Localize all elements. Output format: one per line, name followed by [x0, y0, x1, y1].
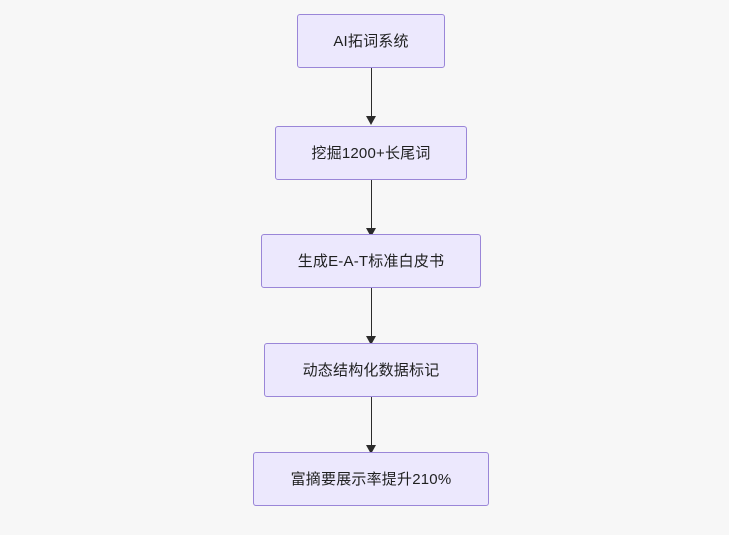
flow-node-label: 挖掘1200+长尾词	[311, 144, 431, 162]
flow-node-longtail-keywords[interactable]: 挖掘1200+长尾词	[275, 126, 467, 180]
flow-node-eat-whitepaper[interactable]: 生成E-A-T标准白皮书	[261, 234, 481, 288]
flow-node-label: 富摘要展示率提升210%	[290, 470, 452, 488]
flow-edge-n1-n2	[371, 68, 372, 118]
flow-arrowhead-n2-n3	[366, 228, 376, 237]
flow-node-label: 生成E-A-T标准白皮书	[297, 252, 445, 270]
flow-arrowhead-n4-n5	[366, 445, 376, 454]
flow-node-label: 动态结构化数据标记	[302, 361, 440, 379]
flow-node-label: AI拓词系统	[333, 32, 409, 50]
flow-node-ai-system[interactable]: AI拓词系统	[297, 14, 445, 68]
flow-edge-n4-n5	[371, 397, 372, 447]
flow-arrowhead-n3-n4	[366, 336, 376, 345]
flow-arrowhead-n1-n2	[366, 116, 376, 125]
flow-node-rich-snippet-rate[interactable]: 富摘要展示率提升210%	[253, 452, 489, 506]
flow-node-structured-data[interactable]: 动态结构化数据标记	[264, 343, 478, 397]
flow-edge-n3-n4	[371, 288, 372, 338]
flow-edge-n2-n3	[371, 180, 372, 230]
